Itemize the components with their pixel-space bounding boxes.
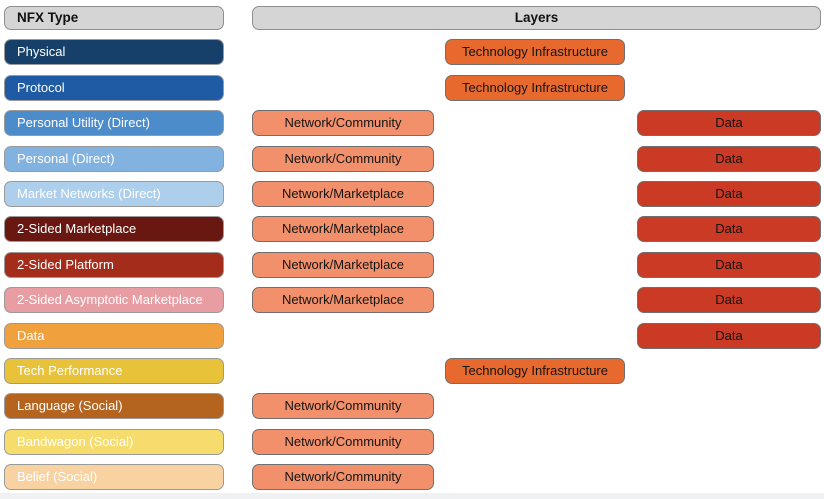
table-row: Language (Social) Network/Community: [0, 393, 824, 420]
table-row: Market Networks (Direct) Network/Marketp…: [0, 180, 824, 207]
table-row: Data Data: [0, 322, 824, 349]
table-row: Personal (Direct) Network/Community Data: [0, 145, 824, 172]
layer-pill-data: Data: [637, 180, 821, 207]
table-row: Belief (Social) Network/Community: [0, 464, 824, 491]
rows-container: Physical Technology Infrastructure Proto…: [0, 39, 824, 491]
layer-pill-data: Data: [637, 145, 821, 172]
table-row: Physical Technology Infrastructure: [0, 39, 824, 66]
layer-pill-network: Network/Community: [252, 145, 434, 172]
layer-pill-data: Data: [637, 110, 821, 137]
nfx-type-pill: Bandwagon (Social): [4, 428, 224, 455]
nfx-type-pill: Personal (Direct): [4, 145, 224, 172]
nfx-type-pill: 2-Sided Asymptotic Marketplace: [4, 287, 224, 314]
nfx-type-pill: Market Networks (Direct): [4, 180, 224, 207]
table-row: 2-Sided Asymptotic Marketplace Network/M…: [0, 287, 824, 314]
layer-pill-data: Data: [637, 216, 821, 243]
table-row: Protocol Technology Infrastructure: [0, 74, 824, 101]
table-row: Personal Utility (Direct) Network/Commun…: [0, 110, 824, 137]
nfx-type-pill: Belief (Social): [4, 464, 224, 491]
table-row: Bandwagon (Social) Network/Community: [0, 428, 824, 455]
layer-pill-network: Network/Community: [252, 428, 434, 455]
nfx-type-pill: 2-Sided Platform: [4, 251, 224, 278]
layer-pill-network: Network/Marketplace: [252, 251, 434, 278]
layer-pill-network: Network/Marketplace: [252, 216, 434, 243]
header-row: NFX Type Layers: [0, 0, 824, 30]
layer-pill-technology-infrastructure: Technology Infrastructure: [445, 74, 625, 101]
nfx-type-pill: Physical: [4, 39, 224, 66]
layer-pill-technology-infrastructure: Technology Infrastructure: [445, 357, 625, 384]
layer-pill-technology-infrastructure: Technology Infrastructure: [445, 39, 625, 66]
nfx-type-pill: Data: [4, 322, 224, 349]
nfx-type-pill: Language (Social): [4, 393, 224, 420]
table-row: 2-Sided Marketplace Network/Marketplace …: [0, 216, 824, 243]
layer-pill-network: Network/Marketplace: [252, 180, 434, 207]
table-row: 2-Sided Platform Network/Marketplace Dat…: [0, 251, 824, 278]
nfx-type-pill: 2-Sided Marketplace: [4, 216, 224, 243]
table-row: Tech Performance Technology Infrastructu…: [0, 357, 824, 384]
nfx-type-header: NFX Type: [4, 6, 224, 30]
bottom-strip: [0, 493, 824, 499]
nfx-type-pill: Protocol: [4, 74, 224, 101]
nfx-type-pill: Tech Performance: [4, 357, 224, 384]
layer-pill-data: Data: [637, 287, 821, 314]
layers-header: Layers: [252, 6, 821, 30]
layer-pill-data: Data: [637, 251, 821, 278]
layer-pill-network: Network/Community: [252, 464, 434, 491]
layer-pill-network: Network/Marketplace: [252, 287, 434, 314]
layer-pill-network: Network/Community: [252, 393, 434, 420]
layer-pill-data: Data: [637, 322, 821, 349]
layer-pill-network: Network/Community: [252, 110, 434, 137]
nfx-type-pill: Personal Utility (Direct): [4, 110, 224, 137]
